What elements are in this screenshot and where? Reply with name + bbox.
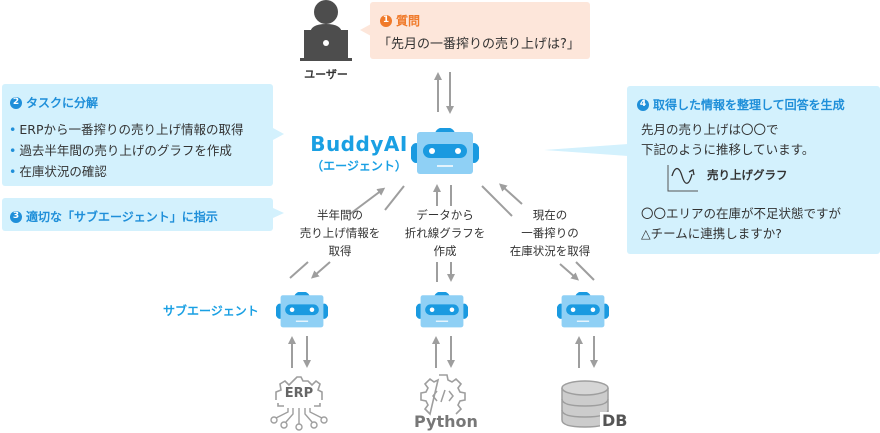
tool-db: DB [560, 378, 632, 433]
user-node: ユーザー [296, 0, 356, 81]
step3-title-text: 適切な「サブエージェント」に指示 [26, 210, 218, 224]
task-line: 在庫状況を取得 [509, 244, 591, 258]
task-list-item: 過去半年間の売り上げのグラフを作成 [9, 140, 244, 161]
task-label-erp: 半年間の 売り上げ情報を 取得 [295, 206, 385, 260]
task-line: 作成 [433, 244, 457, 258]
tool-label-python: Python [414, 412, 478, 431]
task-label-db: 現在の 一番搾りの 在庫状況を取得 [500, 206, 600, 260]
task-label-python: データから 折れ線グラフを 作成 [400, 206, 490, 260]
step4-number-icon: 4 [637, 98, 649, 111]
step2-title-text: タスクに分解 [26, 96, 99, 110]
arrow-line [575, 261, 595, 281]
answer-line: 先月の売り上げは〇〇で [641, 122, 779, 137]
answer-line: △チームに連携しますか? [641, 226, 782, 241]
step4-title-text: 取得した情報を整理して回答を生成 [653, 98, 845, 112]
arrow-erp-task-down [310, 261, 331, 279]
sales-graph-indicator: 売り上げグラフ [667, 164, 788, 192]
step4-answer-box: 4 取得した情報を整理して回答を生成 先月の売り上げは〇〇で 下記のように推移し… [627, 86, 880, 254]
python-code-gear-icon [420, 374, 466, 416]
task-line: 一番搾りの [521, 226, 579, 240]
main-agent-label: BuddyAI （エージェント） [304, 132, 414, 174]
arrow-erp-result-up [349, 187, 386, 215]
tool-erp: ERP [268, 372, 328, 432]
step4-answer-text-1: 先月の売り上げは〇〇で 下記のように推移しています。 [641, 120, 814, 160]
answer-line: 〇〇エリアの在庫が不足状態ですが [641, 206, 842, 221]
step1-question-box: 1 質問 「先月の一番搾りの売り上げは?」 [370, 2, 590, 59]
main-agent-subtitle: （エージェント） [311, 159, 407, 173]
tool-python: Python [414, 372, 480, 432]
sub-agent-label: サブエージェント [163, 304, 259, 318]
arrow-line [481, 185, 513, 217]
step1-question-text: 「先月の一番搾りの売り上げは?」 [378, 37, 580, 52]
tool-label-erp: ERP [284, 386, 314, 401]
tool-label-db: DB [600, 411, 630, 430]
step4-title: 4 取得した情報を整理して回答を生成 [637, 96, 845, 113]
step3-number-icon: 3 [10, 210, 22, 223]
arrow-line [384, 185, 405, 211]
step2-title: 2 タスクに分解 [10, 94, 98, 111]
user-label: ユーザー [304, 68, 348, 81]
arrow-line [289, 261, 309, 279]
step1-bubble-tail [360, 24, 371, 36]
task-list-item: 在庫状況の確認 [9, 161, 244, 182]
task-line: 半年間の [317, 208, 363, 222]
step2-bubble-tail [273, 128, 284, 140]
step4-bubble-tail [544, 144, 628, 156]
erp-gear-circuit-icon [270, 376, 328, 431]
step3-bubble-tail [273, 208, 284, 218]
step1-title: 1 質問 [380, 12, 420, 29]
step2-task-list: ERPから一番搾りの売り上げ情報の取得 過去半年間の売り上げのグラフを作成 在庫… [9, 119, 244, 182]
answer-line: 下記のように推移しています。 [641, 142, 815, 157]
task-line: 折れ線グラフを [404, 226, 486, 240]
task-line: 現在の [532, 208, 568, 222]
database-icon [561, 380, 609, 428]
step2-number-icon: 2 [10, 96, 22, 109]
line-graph-icon [667, 165, 698, 192]
task-line: 取得 [328, 244, 352, 258]
step3-instruction-box: 3 適切な「サブエージェント」に指示 [2, 198, 273, 231]
task-line: データから [416, 208, 474, 222]
step1-title-text: 質問 [396, 14, 421, 28]
step1-number-icon: 1 [380, 14, 392, 27]
step2-task-box: 2 タスクに分解 ERPから一番搾りの売り上げ情報の取得 過去半年間の売り上げの… [2, 84, 273, 186]
graph-label: 売り上げグラフ [707, 168, 788, 182]
step4-answer-text-2: 〇〇エリアの在庫が不足状態ですが △チームに連携しますか? [641, 204, 841, 244]
arrow-db-result-up [499, 183, 523, 205]
task-list-item: ERPから一番搾りの売り上げ情報の取得 [9, 119, 243, 140]
task-line: 売り上げ情報を [299, 226, 381, 240]
arrow-db-task-down [559, 263, 580, 281]
step3-title: 3 適切な「サブエージェント」に指示 [10, 208, 218, 225]
user-laptop-icon [300, 0, 352, 61]
main-agent-title: BuddyAI [310, 132, 408, 156]
